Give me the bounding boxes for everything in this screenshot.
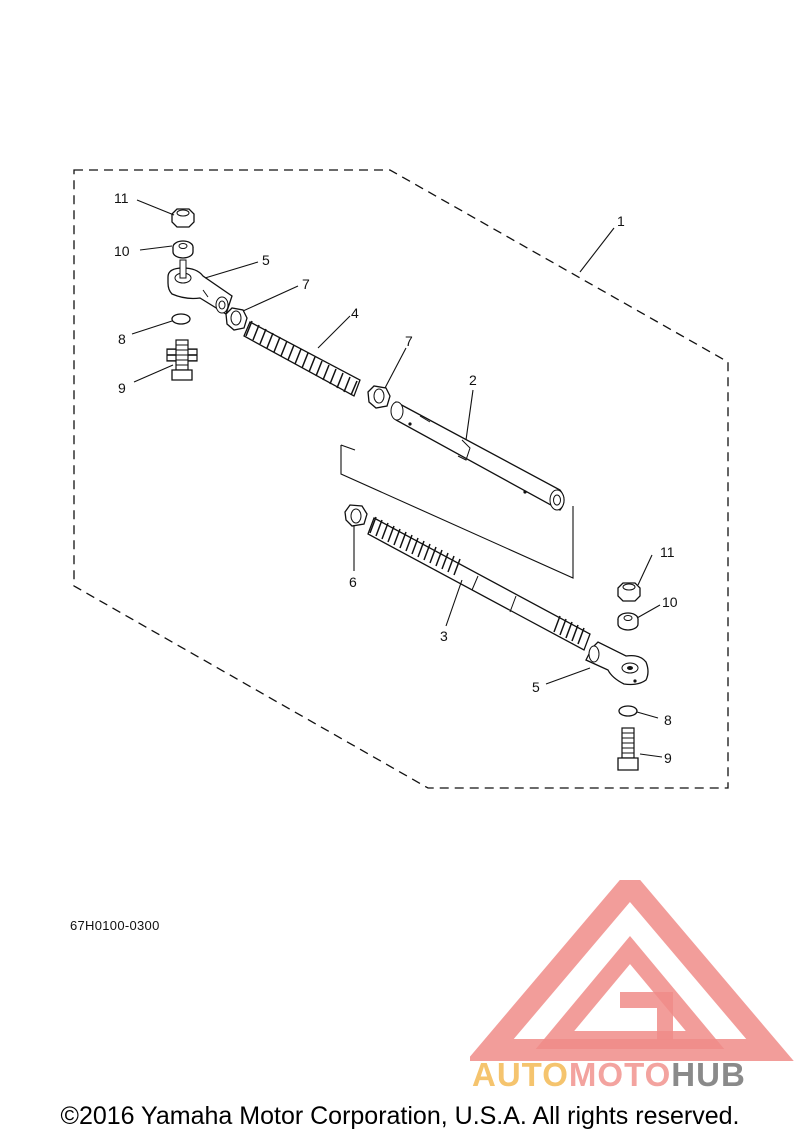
part-code: 67H0100-0300 xyxy=(70,918,160,933)
callout-9-upper: 9 xyxy=(118,380,126,396)
automotohub-logo xyxy=(470,880,794,1061)
watermark-moto: MOTO xyxy=(568,1056,672,1093)
threaded-rod-3 xyxy=(367,516,591,651)
callout-11-lower: 11 xyxy=(660,544,675,560)
copyright-notice: ©2016 Yamaha Motor Corporation, U.S.A. A… xyxy=(60,1102,740,1130)
watermark-text: AUTOMOTOHUB xyxy=(472,1056,746,1094)
callout-6: 6 xyxy=(349,574,357,590)
callout-2: 2 xyxy=(469,372,477,388)
callout-11-upper: 11 xyxy=(114,190,129,206)
callout-1: 1 xyxy=(617,213,625,229)
tube-2 xyxy=(390,401,565,511)
rod-end-5-upper xyxy=(167,259,233,315)
callout-10-lower: 10 xyxy=(662,594,678,610)
callout-3: 3 xyxy=(440,628,448,644)
washer-10-upper xyxy=(172,240,194,259)
bolt-9-lower xyxy=(617,727,639,771)
callout-9-lower: 9 xyxy=(664,750,672,766)
callout-8-lower: 8 xyxy=(664,712,672,728)
callout-7-lower: 7 xyxy=(405,333,413,349)
link-bracket xyxy=(340,445,574,579)
watermark-auto: AUTO xyxy=(472,1056,569,1093)
callout-8-upper: 8 xyxy=(118,331,126,347)
assembly-boundary xyxy=(73,169,729,789)
nut-11-upper xyxy=(171,208,195,228)
callout-4: 4 xyxy=(351,305,359,321)
washer-10-lower xyxy=(617,612,639,631)
leader-lines xyxy=(131,199,663,758)
callout-7-upper: 7 xyxy=(302,276,310,292)
washer-8-upper xyxy=(171,313,191,325)
bolt-9-upper xyxy=(166,339,198,381)
watermark-hub: HUB xyxy=(671,1056,746,1093)
rod-end-5-lower xyxy=(585,641,649,686)
nut-11-lower xyxy=(617,582,641,602)
nut-7-lower xyxy=(367,385,391,409)
nut-6 xyxy=(344,504,368,527)
nut-7-upper xyxy=(225,307,248,331)
washer-8-lower xyxy=(618,705,638,717)
threaded-rod-4 xyxy=(243,320,361,397)
callout-5-upper: 5 xyxy=(262,252,270,268)
callout-5-lower: 5 xyxy=(532,679,540,695)
callout-10-upper: 10 xyxy=(114,243,130,259)
